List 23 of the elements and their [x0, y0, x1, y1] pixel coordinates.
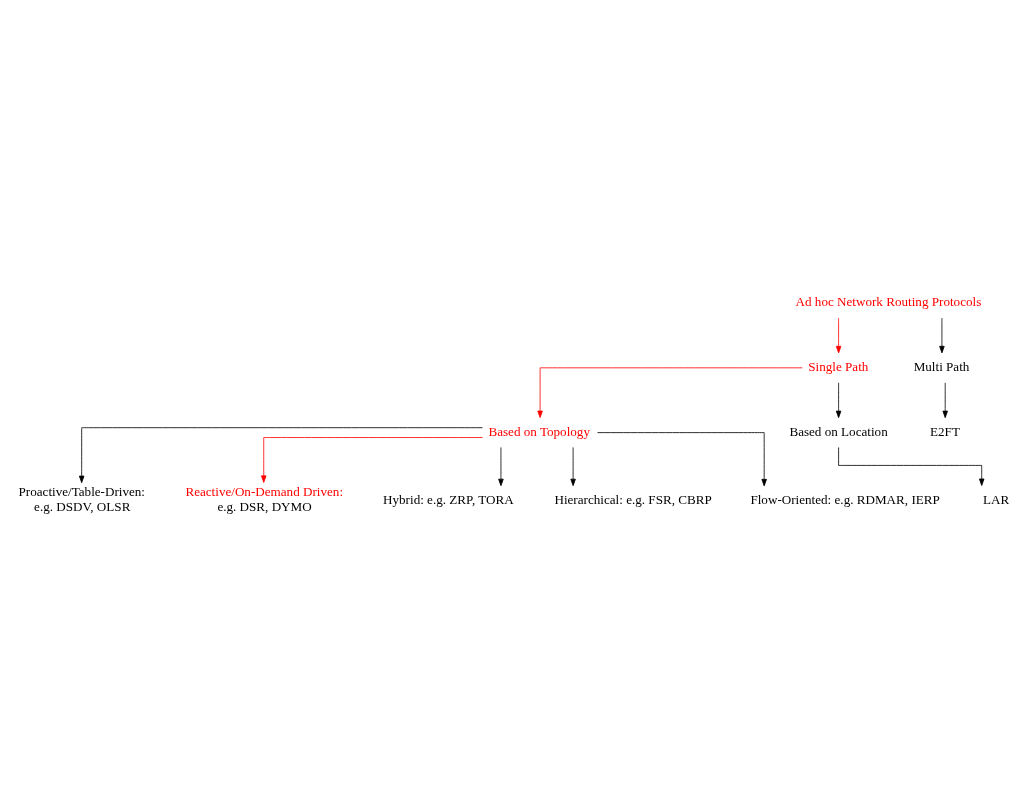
arrow: [942, 381, 948, 418]
node-text: Hybrid: e.g. ZRP, TORA: [383, 491, 514, 507]
arrow: [79, 426, 483, 483]
arrow: [597, 431, 767, 486]
node-text: Multi Path: [913, 358, 970, 374]
node-text: Flow-Oriented: e.g. RDMAR, IERP: [750, 491, 940, 507]
arrow: [835, 381, 842, 418]
arrow: [838, 446, 985, 486]
arrow: [261, 436, 483, 483]
arrow: [835, 317, 842, 353]
node-text: LAR: [982, 491, 1010, 507]
node-text: Proactive/Table-Driven: e.g. DSDV, OLSR: [18, 483, 146, 514]
node-text: E2FT: [930, 423, 960, 439]
arrow: [939, 317, 945, 353]
node-text: Based on Location: [789, 423, 888, 439]
arrow: [570, 446, 576, 486]
node-text: Ad hoc Network Routing Protocols: [795, 293, 982, 309]
node-text: Reactive/On-Demand Driven: e.g. DSR, DYMO: [185, 483, 344, 514]
arrow: [498, 446, 504, 486]
arrow: [537, 366, 803, 418]
node-text: Hierarchical: e.g. FSR, CBRP: [554, 491, 712, 507]
node-text: Single Path: [808, 358, 869, 374]
node-text: Based on Topology: [488, 423, 590, 439]
